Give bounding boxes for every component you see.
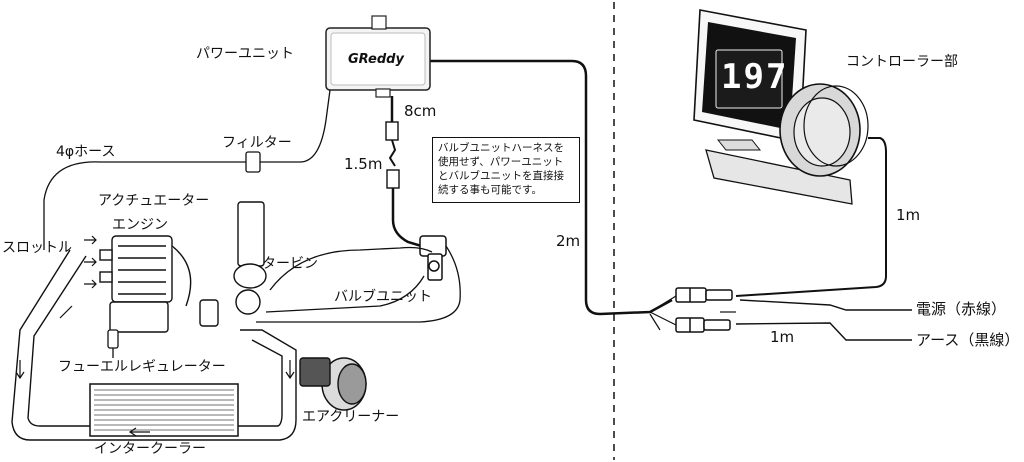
- intake-piping: [11, 249, 297, 441]
- power-unit: [325, 15, 431, 98]
- label-hose: 4φホース: [56, 144, 116, 160]
- label-1m-power: 1m: [770, 328, 795, 346]
- label-intercooler: インタークーラー: [94, 441, 206, 457]
- filter-part: [245, 151, 261, 173]
- label-2m: 2m: [556, 232, 581, 250]
- label-valve-unit: バルブユニット: [334, 289, 432, 305]
- label-ground-black: アース（黒線）: [916, 331, 1020, 349]
- controller-display-value: 197: [721, 57, 789, 97]
- cable-2m: [428, 59, 673, 316]
- note-line: 続する事も可能です。: [438, 184, 542, 196]
- label-turbine: タービン: [262, 256, 318, 272]
- label-power-red: 電源（赤線）: [916, 300, 1007, 318]
- label-engine: エンジン: [112, 217, 168, 233]
- label-fuel-regulator: フューエルレギュレーター: [58, 359, 226, 375]
- label-1-5m: 1.5m: [344, 155, 383, 173]
- label-air-cleaner: エアクリーナー: [302, 409, 400, 425]
- intercooler: [89, 383, 239, 437]
- fuel-regulator-part: [107, 329, 119, 358]
- controller-unit: [693, 9, 869, 205]
- label-actuator: アクチュエーター: [98, 193, 210, 209]
- hose-4phi: [276, 89, 331, 163]
- valve-unit: [419, 235, 447, 281]
- wire-ground: [735, 322, 912, 341]
- note-line: とバルブユニットを直接接: [438, 170, 564, 182]
- brand-logo: GReddy: [348, 52, 404, 67]
- label-8cm: 8cm: [404, 102, 437, 120]
- harness-note-box: バルブユニットハーネスを 使用せず、パワーユニット とバルブユニットを直接接 続…: [432, 137, 580, 203]
- label-controller: コントローラー部: [846, 54, 958, 70]
- note-line: バルブユニットハーネスを: [438, 142, 564, 154]
- engine: [99, 235, 192, 333]
- label-throttle: スロットル: [2, 240, 72, 256]
- connector-upper: [675, 287, 733, 303]
- label-power-unit: パワーユニット: [196, 46, 294, 62]
- note-line: 使用せず、パワーユニット: [438, 156, 564, 168]
- wire-power: [739, 299, 912, 311]
- label-1m-controller: 1m: [896, 206, 921, 224]
- turbine: [199, 201, 267, 327]
- label-filter: フィルター: [222, 135, 292, 151]
- cable-1m-controller: [735, 137, 887, 297]
- connector-lower: [675, 317, 731, 333]
- air-cleaner-part: [299, 357, 367, 411]
- cable-1-5m: [391, 188, 429, 250]
- flow-arrows: [15, 235, 295, 437]
